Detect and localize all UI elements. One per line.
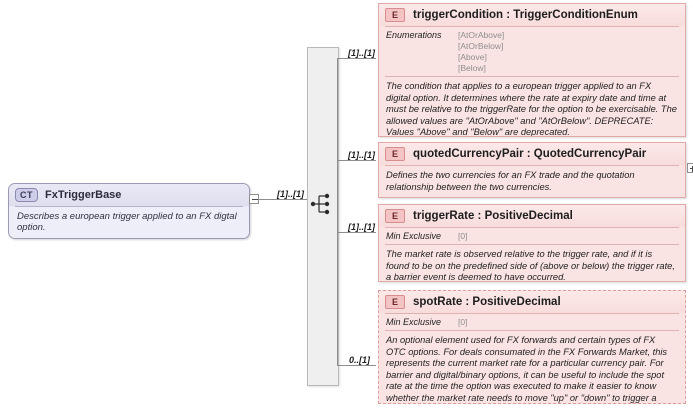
- element-box-quotedcurrencypair[interactable]: E quotedCurrencyPair : QuotedCurrencyPai…: [378, 142, 686, 198]
- element-separator: [385, 76, 679, 77]
- complextype-title: FxTriggerBase: [45, 189, 122, 201]
- complextype-annotation: Describes a european trigger applied to …: [9, 207, 249, 238]
- facet-value: [AtOrBelow]: [458, 41, 504, 51]
- facet-value: [Above]: [458, 52, 487, 62]
- facet-value: [0]: [458, 231, 468, 241]
- facet-value: [Below]: [458, 63, 486, 73]
- sequence-icon: [310, 193, 330, 215]
- complextype-badge: CT: [15, 188, 38, 202]
- connector-branch-3: [337, 232, 376, 233]
- element-title: spotRate : PositiveDecimal: [413, 296, 561, 308]
- element-separator: [385, 313, 679, 314]
- element-box-triggerrate[interactable]: E triggerRate : PositiveDecimal Min Excl…: [378, 204, 686, 282]
- element-title: triggerCondition : TriggerConditionEnum: [413, 9, 638, 21]
- cardinality-label-quotedcurrencypair: [1]..[1]: [348, 150, 375, 160]
- facet-row-minexclusive-triggerrate: Min Exclusive [0]: [379, 228, 685, 244]
- facet-value: [0]: [458, 317, 468, 327]
- facet-values: [0]: [458, 231, 467, 241]
- element-badge: E: [385, 295, 406, 309]
- facet-label: Min Exclusive: [386, 231, 442, 241]
- facet-value: [AtOrAbove]: [458, 30, 505, 40]
- cardinality-label-spotrate: 0..[1]: [349, 355, 371, 365]
- element-separator: [385, 330, 679, 331]
- element-annotation-triggerrate: The market rate is observed relative to …: [386, 249, 675, 282]
- element-header-triggercondition: E triggerCondition : TriggerConditionEnu…: [379, 4, 685, 26]
- sequence-compositor-panel[interactable]: [307, 47, 339, 386]
- element-header-quotedcurrencypair: E quotedCurrencyPair : QuotedCurrencyPai…: [379, 143, 685, 165]
- facet-values: [0]: [458, 317, 467, 327]
- cardinality-label-root: [1]..[1]: [277, 189, 304, 199]
- element-separator: [385, 165, 679, 166]
- element-badge: E: [385, 209, 406, 223]
- element-separator: [385, 26, 679, 27]
- element-title: quotedCurrencyPair : QuotedCurrencyPair: [413, 148, 647, 160]
- facet-row-enumerations: Enumerations [AtOrAbove] [AtOrBelow] [Ab…: [379, 27, 685, 76]
- connector-ct-to-sequence: [259, 199, 307, 200]
- element-badge: E: [385, 147, 406, 161]
- complextype-box-fxtriggerbase[interactable]: CT FxTriggerBase Describes a european tr…: [8, 183, 250, 239]
- facet-label: Min Exclusive: [386, 317, 442, 327]
- element-annotation-spotrate: An optional element used for FX forwards…: [386, 335, 668, 403]
- cardinality-label-triggerrate: [1]..[1]: [348, 222, 375, 232]
- connector-spine: [337, 58, 338, 365]
- element-annotation-triggercondition: The condition that applies to a european…: [386, 81, 677, 137]
- connector-branch-2: [337, 160, 376, 161]
- element-header-spotrate: E spotRate : PositiveDecimal: [379, 291, 685, 313]
- facet-values: [AtOrAbove] [AtOrBelow] [Above] [Below]: [458, 30, 504, 73]
- collapse-toggle-icon[interactable]: [249, 194, 259, 204]
- element-title: triggerRate : PositiveDecimal: [413, 210, 573, 222]
- expand-icon-quotedcurrencypair[interactable]: [687, 163, 693, 173]
- connector-branch-1: [337, 58, 376, 59]
- element-separator: [385, 244, 679, 245]
- connector-branch-4: [337, 365, 376, 366]
- element-separator: [385, 227, 679, 228]
- element-badge: E: [385, 8, 406, 22]
- facet-row-minexclusive-spotrate: Min Exclusive [0]: [379, 314, 685, 330]
- complextype-divider: [15, 206, 243, 207]
- cardinality-label-triggercondition: [1]..[1]: [348, 48, 375, 58]
- element-annotation-quotedcurrencypair: Defines the two currencies for an FX tra…: [386, 170, 635, 192]
- facet-label: Enumerations: [386, 30, 442, 40]
- element-header-triggerrate: E triggerRate : PositiveDecimal: [379, 205, 685, 227]
- element-box-spotrate[interactable]: E spotRate : PositiveDecimal Min Exclusi…: [378, 290, 686, 404]
- element-box-triggercondition[interactable]: E triggerCondition : TriggerConditionEnu…: [378, 3, 686, 137]
- complextype-header: CT FxTriggerBase: [9, 184, 249, 206]
